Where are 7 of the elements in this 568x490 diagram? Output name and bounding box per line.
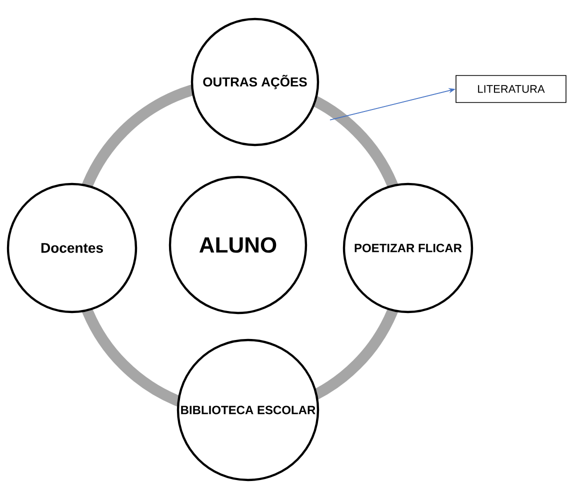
circle-node: BIBLIOTECA ESCOLAR	[176, 338, 320, 482]
node-label: BIBLIOTECA ESCOLAR	[181, 406, 316, 414]
label-box: LITERATURA	[456, 75, 566, 103]
circle-node: ALUNO	[168, 176, 308, 314]
circle-node: POETIZAR FLICAR	[342, 182, 474, 314]
circle-node: OUTRAS AÇÕES	[190, 18, 320, 146]
circle-node: Docentes	[6, 182, 138, 314]
